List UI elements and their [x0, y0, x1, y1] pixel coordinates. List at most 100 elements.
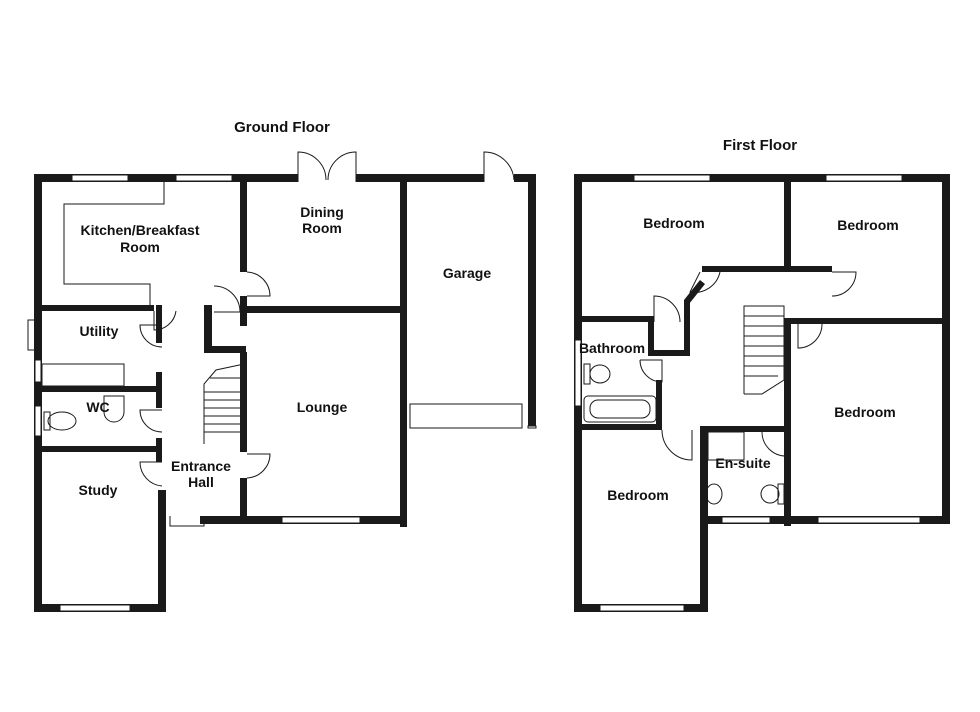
ff-staircase: [743, 305, 785, 395]
ff-wall-cupboard-s: [648, 350, 690, 356]
gf-wc-basin-icon: [103, 395, 125, 423]
gf-utility-ext-door: [27, 319, 42, 351]
gf-wall-cupboard-w: [204, 305, 212, 353]
gf-wall-west: [34, 174, 42, 612]
ff-ensuite-window: [721, 516, 771, 524]
room-bedroom-2-label: Bedroom: [837, 217, 898, 233]
ff-bath-tub: [583, 395, 657, 423]
room-kitchen-label-2: Room: [120, 239, 160, 255]
gf-utility-door: [139, 324, 163, 348]
first-floor-title: First Floor: [723, 137, 797, 154]
gf-wc-door: [139, 409, 163, 433]
room-bedroom-3-label: Bedroom: [834, 404, 895, 420]
gf-wall-cupboard-s: [204, 346, 246, 353]
gf-wall-dining-lounge: [240, 306, 404, 313]
gf-wall-wc-east: [156, 372, 162, 408]
room-entrance-label-1: Entrance: [171, 458, 231, 474]
gf-wc-window: [34, 405, 42, 437]
gf-wall-study-stub: [156, 438, 162, 462]
ff-wall-north: [574, 174, 950, 182]
gf-lounge-window: [281, 516, 361, 524]
gf-kitchen-window-1: [71, 174, 129, 182]
ff-ensuite-shower: [707, 431, 745, 461]
gf-wc-cistern-icon: [43, 411, 51, 431]
ff-wall-bath-bed: [582, 424, 662, 430]
gf-wall-utility-wc: [42, 386, 160, 392]
gf-front-door: [169, 516, 205, 527]
ground-floor-plan: Ground Floor Kitchen/Breakfast Room Dini…: [27, 119, 537, 612]
room-utility-label: Utility: [80, 323, 119, 339]
gf-staircase: [203, 363, 245, 444]
gf-garage-door: [409, 403, 523, 429]
room-bedroom-4-label: Bedroom: [607, 487, 668, 503]
ff-bed3-window: [817, 516, 921, 524]
first-floor-plan: First Floor Bedroom Bedroom Bathroom Bed…: [574, 137, 950, 612]
gf-wall-north-kitchen: [34, 174, 244, 182]
room-lounge-label: Lounge: [297, 399, 348, 415]
ff-bed2-door: [831, 271, 857, 297]
ff-ensuite-basin-icon: [705, 483, 723, 505]
gf-wall-utility-east: [156, 305, 162, 343]
room-wc-label: WC: [86, 399, 109, 415]
gf-wall-wc-study: [42, 446, 160, 452]
gf-utility-window: [34, 359, 42, 383]
ff-wall-bed-bed-right: [784, 318, 950, 324]
gf-study-door: [139, 461, 163, 487]
room-kitchen-label-1: Kitchen/Breakfast: [80, 222, 199, 238]
room-dining-label-2: Room: [302, 220, 342, 236]
ff-bed1-window: [633, 174, 711, 182]
gf-wall-kitchen-dining: [240, 182, 247, 272]
ff-wall-east: [942, 174, 950, 524]
room-ensuite-label: En-suite: [715, 455, 770, 471]
room-bathroom-label: Bathroom: [579, 340, 645, 356]
gf-wall-north-garage: [514, 174, 536, 182]
gf-wall-kitchen-utility: [42, 305, 154, 311]
ff-ensuite-cistern-icon: [777, 483, 785, 505]
ff-ensuite-door: [761, 431, 787, 457]
gf-kitchen-window-2: [175, 174, 233, 182]
ff-bath-window: [574, 339, 582, 407]
ff-wall-cupboard-e: [684, 300, 690, 356]
ff-wall-ensuite-top: [700, 426, 790, 432]
ff-bed1-door: [689, 271, 721, 293]
ff-bed2-window: [825, 174, 903, 182]
ff-bed3-door: [797, 323, 823, 349]
ff-wall-bed-bath: [582, 316, 648, 322]
gf-wall-study-east: [158, 490, 166, 612]
ff-wall-landing-top-b: [702, 266, 726, 272]
room-study-label: Study: [79, 482, 118, 498]
room-dining-label-1: Dining: [300, 204, 344, 220]
ff-bath-tub-inner: [589, 399, 651, 419]
gf-dining-door-right: [327, 151, 357, 182]
gf-wall-north-dining-b: [356, 174, 484, 182]
gf-cupboard-door: [213, 285, 241, 313]
ff-wall-cupboard-w: [648, 316, 654, 356]
ff-wall-bed-bed: [784, 182, 791, 270]
gf-study-window: [59, 604, 131, 612]
ff-ensuite-toilet-icon: [760, 484, 780, 504]
ground-floor-title: Ground Floor: [234, 119, 330, 136]
ff-wall-bath-east: [656, 380, 662, 430]
ff-bed4-window: [599, 604, 685, 612]
ff-cupboard-door: [653, 295, 681, 323]
ff-bath-cistern-icon: [583, 363, 591, 385]
gf-kitchen-worktop: [63, 182, 165, 305]
gf-wall-garage-west: [400, 182, 407, 527]
gf-lounge-door: [246, 453, 271, 479]
room-entrance-label-2: Hall: [188, 474, 214, 490]
room-garage-label: Garage: [443, 265, 491, 281]
gf-wall-hall-lounge-b: [240, 478, 247, 524]
gf-garage-gap: [527, 425, 537, 429]
ff-bath-door: [639, 359, 663, 383]
gf-dining-door-left: [297, 151, 327, 182]
ff-bath-toilet-icon: [589, 364, 611, 384]
gf-dining-door: [246, 271, 271, 297]
ff-bed4-door: [661, 429, 693, 461]
room-bedroom-1-label: Bedroom: [643, 215, 704, 231]
gf-wc-toilet-icon: [47, 411, 77, 431]
gf-utility-worktop: [41, 363, 125, 387]
gf-garage-side-door: [483, 151, 515, 182]
ff-wall-landing-top: [720, 266, 832, 272]
gf-wall-north-dining-a: [240, 174, 298, 182]
